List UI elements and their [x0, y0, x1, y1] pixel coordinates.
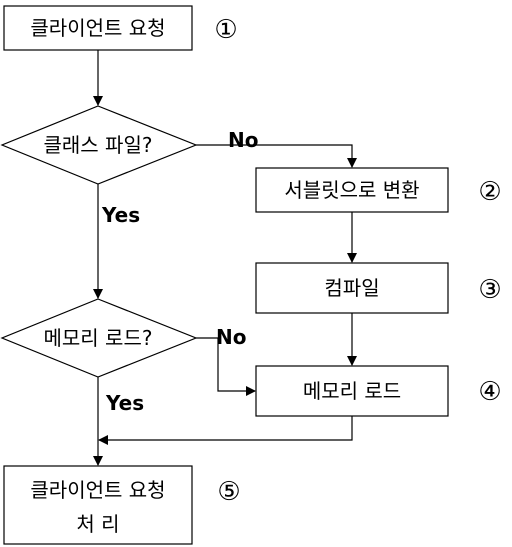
step-number-5: ⑤ — [217, 477, 240, 507]
client-request-box — [3, 5, 193, 51]
edge-memory-no-to-memory-load — [196, 337, 256, 396]
step-number-2: ② — [478, 177, 501, 207]
step-number-4: ④ — [478, 377, 501, 407]
memory-load-decision-label: 메모리 로드? — [44, 326, 153, 350]
handle-request-label-line1: 클라이언트 요청 — [30, 478, 165, 502]
class-no-label: No — [228, 128, 258, 152]
step-number-1: ① — [214, 15, 237, 45]
handle-request-box — [3, 465, 193, 545]
convert-servlet-label: 서블릿으로 변환 — [284, 178, 419, 202]
edge-memory-load-to-handle — [98, 416, 353, 445]
compile-label: 컴파일 — [324, 276, 379, 300]
class-file-decision-label: 클래스 파일? — [44, 133, 153, 157]
step-number-3: ③ — [478, 275, 501, 305]
memory-yes-label: Yes — [105, 391, 144, 415]
handle-request-label-line2: 처 리 — [76, 512, 119, 536]
edge-class-no-to-convert — [196, 144, 357, 168]
memory-load-label: 메모리 로드 — [303, 379, 401, 403]
memory-load-box — [255, 365, 449, 417]
class-yes-label: Yes — [101, 203, 140, 227]
memory-no-label: No — [216, 325, 246, 349]
client-request-label: 클라이언트 요청 — [30, 16, 165, 40]
convert-servlet-box — [255, 167, 449, 213]
compile-box — [255, 262, 449, 314]
